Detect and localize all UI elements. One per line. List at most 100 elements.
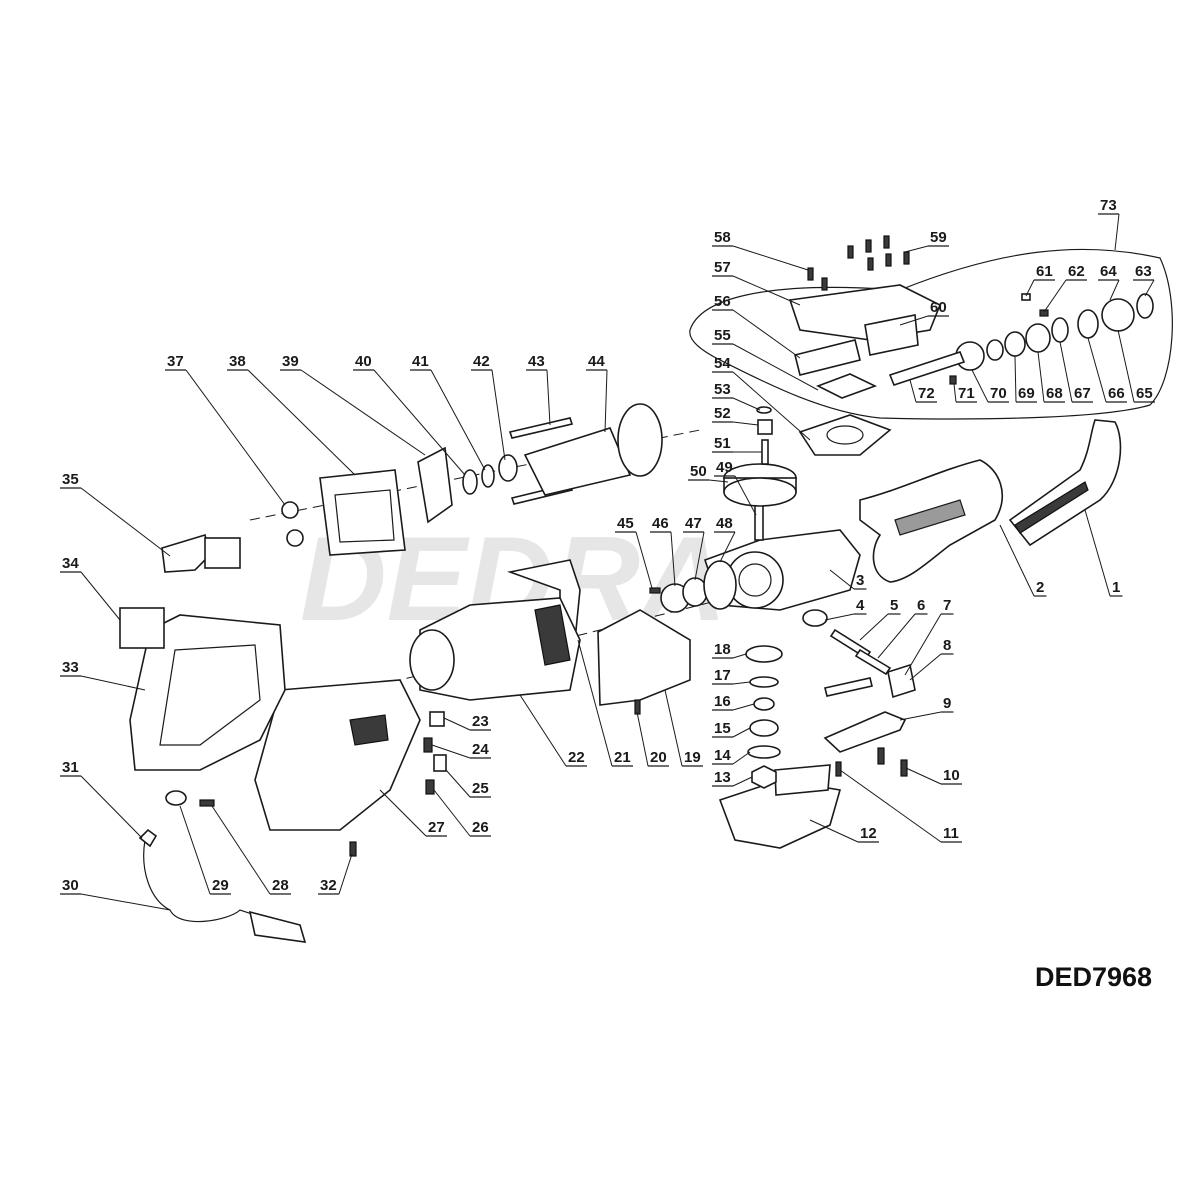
part-58-59-screws xyxy=(807,235,910,291)
part-39-bearing-plate xyxy=(417,446,453,524)
callout-label-48: 48 xyxy=(716,515,733,532)
part-4-bushing xyxy=(802,609,828,627)
callout-72: 72 xyxy=(909,379,937,403)
callout-label-4: 4 xyxy=(856,597,865,614)
part-28-29-32-screws xyxy=(165,790,357,857)
part-51-pin xyxy=(761,439,769,465)
callout-label-49: 49 xyxy=(716,459,733,476)
callout-39: 39 xyxy=(280,353,426,456)
callout-51: 51 xyxy=(712,435,762,453)
callout-34: 34 xyxy=(60,555,121,621)
callout-leader-22 xyxy=(519,694,567,767)
part-33-handle-half xyxy=(129,614,286,771)
callout-4: 4 xyxy=(824,597,867,621)
part-10-11-screws xyxy=(835,747,908,777)
callout-label-31: 31 xyxy=(62,759,79,776)
callout-leader-4 xyxy=(824,613,855,621)
callout-label-18: 18 xyxy=(714,641,731,658)
callout-35: 35 xyxy=(60,471,171,557)
callout-leader-40 xyxy=(373,369,466,476)
callout-label-62: 62 xyxy=(1068,263,1085,280)
part-3-gear-housing xyxy=(703,529,861,611)
callout-leader-10 xyxy=(905,767,942,785)
callout-label-9: 9 xyxy=(943,695,951,712)
part-55-56-guide-plates xyxy=(794,339,878,399)
callout-label-13: 13 xyxy=(714,769,731,786)
callout-46: 46 xyxy=(650,515,676,587)
callout-leader-58 xyxy=(732,245,809,271)
callout-label-28: 28 xyxy=(272,877,289,894)
part-45-48-components xyxy=(649,560,737,613)
part-5-6-7-pins xyxy=(824,628,892,697)
callout-leader-11 xyxy=(839,769,942,843)
callout-leader-53 xyxy=(732,397,761,411)
callout-leader-66 xyxy=(1087,337,1107,403)
callout-5: 5 xyxy=(859,597,901,641)
callout-61: 61 xyxy=(1025,263,1055,297)
callout-57: 57 xyxy=(712,259,801,306)
part-38-stator xyxy=(319,469,406,556)
callout-label-5: 5 xyxy=(890,597,898,614)
part-34-switch xyxy=(119,607,165,649)
part-20-screw xyxy=(634,699,641,715)
callout-label-69: 69 xyxy=(1018,385,1035,402)
callout-label-11: 11 xyxy=(943,825,959,842)
model-number: DED7968 xyxy=(1035,962,1152,992)
callout-19: 19 xyxy=(664,689,703,767)
callout-leader-67 xyxy=(1059,341,1073,403)
callout-42: 42 xyxy=(471,353,506,461)
callout-leader-37 xyxy=(185,369,286,506)
part-53-washer xyxy=(756,406,772,414)
callout-leader-65 xyxy=(1117,329,1135,403)
callout-31: 31 xyxy=(60,759,143,839)
callout-label-16: 16 xyxy=(714,693,731,710)
part-57-top-cover xyxy=(788,284,942,341)
callout-12: 12 xyxy=(809,819,879,843)
callout-label-7: 7 xyxy=(943,597,951,614)
callout-38: 38 xyxy=(227,353,356,476)
part-12-shoe xyxy=(718,764,842,849)
callout-leader-5 xyxy=(859,613,889,641)
part-9-lever xyxy=(823,711,907,753)
callout-28: 28 xyxy=(211,805,291,895)
part-27-handle-half xyxy=(254,679,421,831)
callout-63: 63 xyxy=(1133,263,1155,297)
callout-leader-31 xyxy=(80,775,143,839)
callout-leader-6 xyxy=(877,613,916,659)
part-54-plate xyxy=(798,414,892,456)
callout-leader-8 xyxy=(909,653,942,681)
callout-label-14: 14 xyxy=(714,747,731,764)
callout-21: 21 xyxy=(577,639,633,767)
callout-label-1: 1 xyxy=(1112,579,1120,596)
part-40-42-bearings xyxy=(462,454,518,495)
part-2-rear-grip xyxy=(859,459,1004,583)
callout-leader-34 xyxy=(80,571,121,621)
callout-64: 64 xyxy=(1098,263,1120,301)
part-1-handle-arm xyxy=(1008,419,1122,547)
callout-6: 6 xyxy=(877,597,928,659)
callout-71: 71 xyxy=(953,383,977,403)
callout-leader-17 xyxy=(732,681,751,685)
callout-27: 27 xyxy=(379,789,447,837)
callout-label-39: 39 xyxy=(282,353,299,370)
callout-leader-1 xyxy=(1084,509,1111,597)
callout-label-59: 59 xyxy=(930,229,947,246)
callout-leader-21 xyxy=(577,639,613,767)
callout-47: 47 xyxy=(683,515,705,581)
callout-leader-49 xyxy=(734,475,757,516)
callout-11: 11 xyxy=(839,769,962,843)
callout-54: 54 xyxy=(712,355,811,441)
callout-leader-56 xyxy=(732,309,801,359)
callout-8: 8 xyxy=(909,637,954,681)
callout-label-24: 24 xyxy=(472,741,489,758)
callout-leader-59 xyxy=(904,245,929,253)
callout-66: 66 xyxy=(1087,337,1127,403)
callout-label-3: 3 xyxy=(856,572,864,589)
callout-label-71: 71 xyxy=(958,385,975,402)
callout-label-63: 63 xyxy=(1135,263,1152,280)
callout-label-8: 8 xyxy=(943,637,951,654)
callout-40: 40 xyxy=(353,353,466,476)
callout-leader-62 xyxy=(1043,279,1067,313)
